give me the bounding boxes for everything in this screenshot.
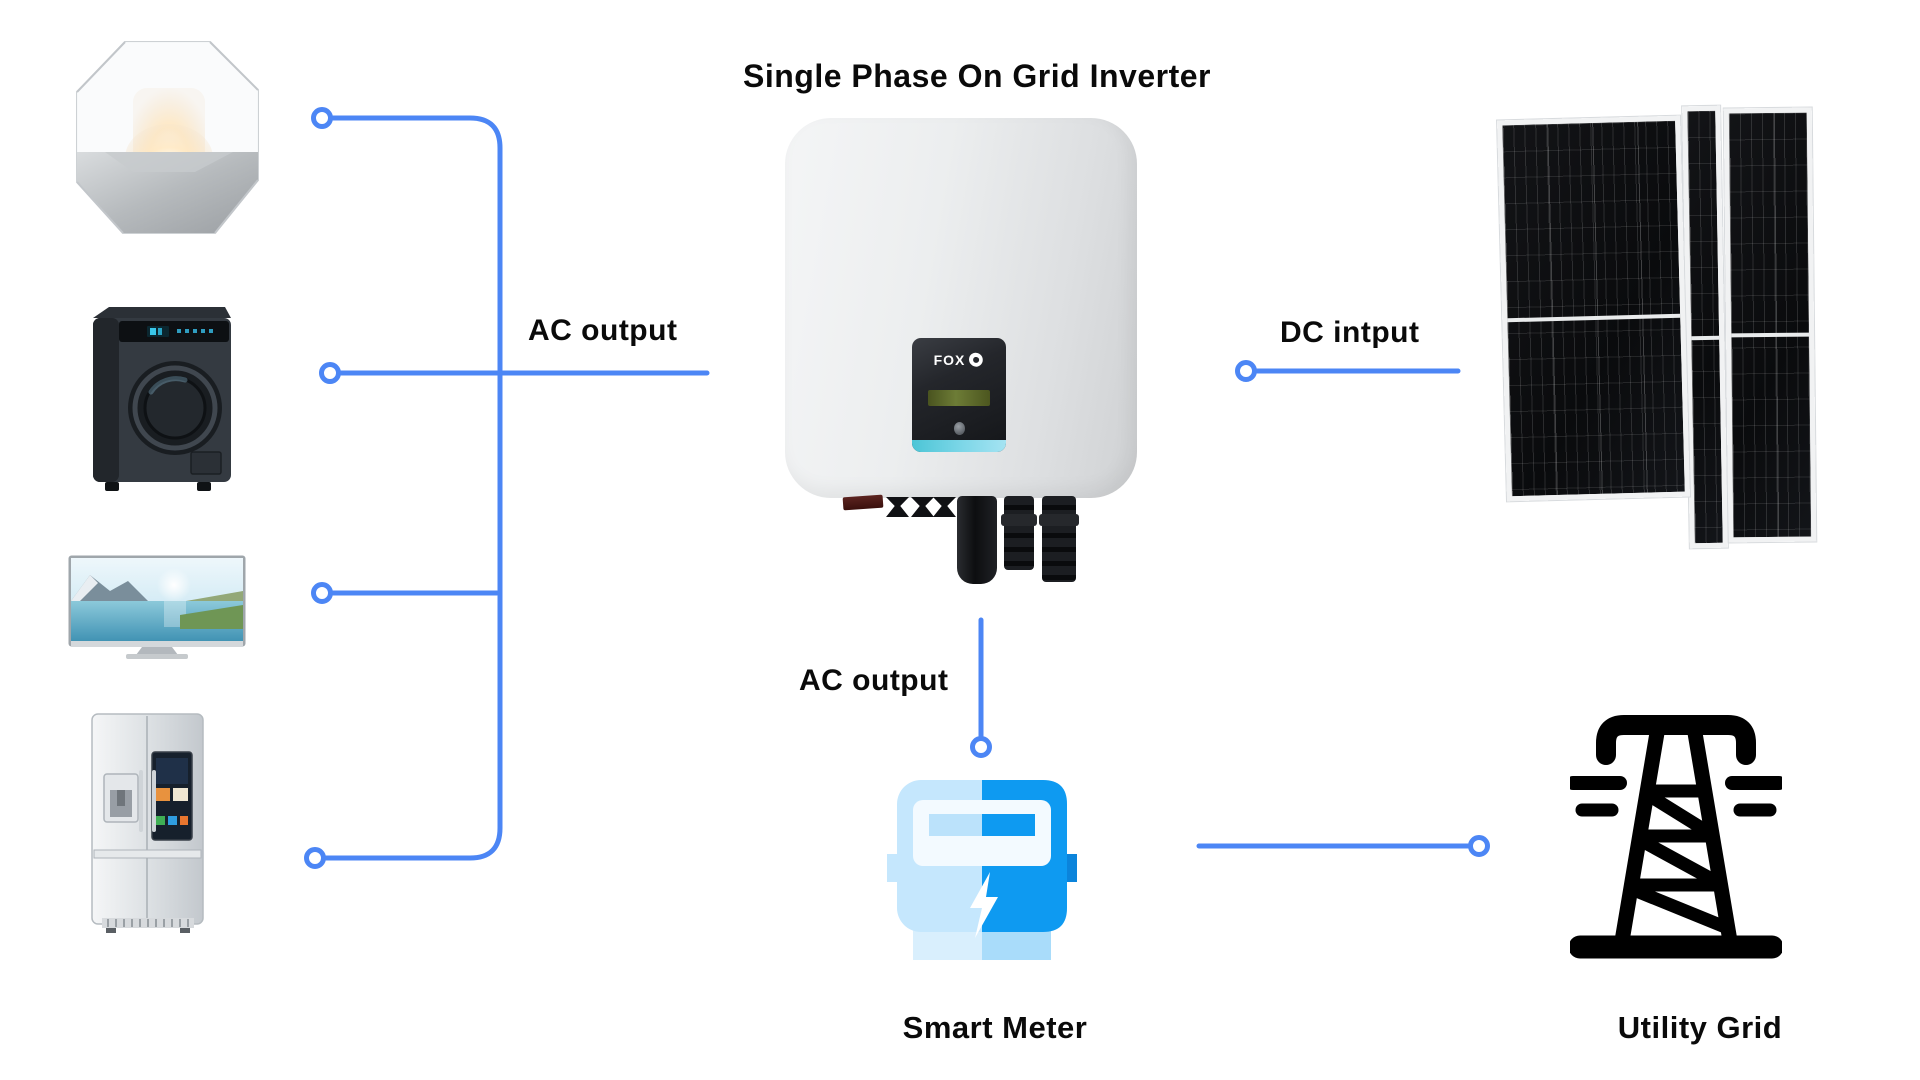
connection-node	[304, 847, 326, 869]
connection-node	[1235, 360, 1257, 382]
connection-node	[311, 582, 333, 604]
smart-meter-caption: Smart Meter	[902, 1010, 1088, 1045]
inverter-front-panel: FOX	[912, 338, 1006, 452]
solar-panel	[1723, 107, 1817, 543]
smart-meter-icon	[887, 778, 1077, 971]
connection-node	[1468, 835, 1490, 857]
fox-logo: FOX	[912, 352, 1006, 368]
inverter-lcd-screen	[928, 390, 990, 406]
inverter-connector-dc	[1001, 496, 1037, 570]
inverter-connector-nut	[911, 497, 934, 517]
inverter-accent-bar	[912, 440, 1006, 452]
wire-appliance-trunk	[323, 115, 503, 861]
table-lamp-icon	[75, 40, 260, 240]
washing-machine-icon	[85, 300, 235, 500]
inverter-connector-ac	[957, 496, 997, 584]
label-ac-output-bottom: AC output	[799, 664, 949, 697]
connection-node	[970, 736, 992, 758]
tv-icon	[68, 555, 246, 665]
solar-panels-icon	[1497, 98, 1830, 568]
connection-node	[311, 107, 333, 129]
label-dc-input: DC intput	[1280, 316, 1420, 349]
inverter-connector-nut	[933, 497, 956, 517]
connection-node	[319, 362, 341, 384]
inverter-connector-switch	[842, 494, 884, 511]
utility-grid-tower-icon	[1566, 703, 1786, 966]
inverter-button	[954, 422, 965, 435]
solar-panel	[1497, 115, 1690, 502]
refrigerator-icon	[90, 712, 205, 939]
fox-logo-icon	[969, 352, 984, 367]
fox-logo-text: FOX	[933, 352, 966, 368]
diagram-title: Single Phase On Grid Inverter	[743, 58, 1211, 94]
inverter-image: FOX	[785, 118, 1137, 588]
inverter-body: FOX	[785, 118, 1137, 498]
label-ac-output-left: AC output	[528, 314, 678, 347]
inverter-connector-dc	[1039, 496, 1079, 582]
utility-grid-caption: Utility Grid	[1617, 1010, 1783, 1045]
inverter-connector-nut	[886, 497, 909, 517]
